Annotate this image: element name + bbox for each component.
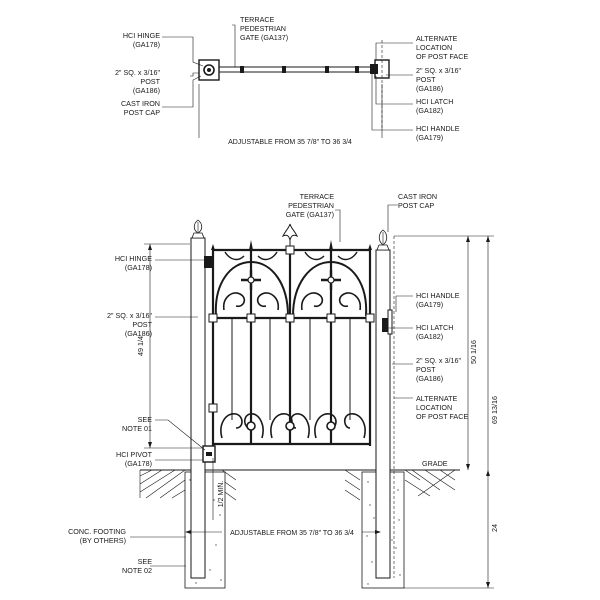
svg-text:(GA178): (GA178) — [133, 40, 160, 49]
svg-text:POST: POST — [416, 365, 436, 374]
plan-latch-icon — [370, 64, 378, 74]
elevation-left-leaders — [130, 259, 206, 567]
dim-width: ADJUSTABLE FROM 35 7/8" TO 36 3/4 — [185, 530, 381, 537]
svg-text:SEE: SEE — [138, 415, 153, 424]
dim-min-gap: 1/2 MIN. — [212, 458, 225, 520]
plan-right-labels: ALTERNATE LOCATION OF POST FACE 2" SQ. x… — [416, 34, 468, 142]
svg-text:(BY OTHERS): (BY OTHERS) — [80, 536, 126, 545]
svg-text:CAST IRON: CAST IRON — [121, 99, 160, 108]
svg-text:(GA179): (GA179) — [416, 133, 443, 142]
gate-frame — [211, 223, 372, 446]
plan-top-label: TERRACE PEDESTRIAN GATE (GA137) — [240, 15, 288, 42]
left-post — [190, 237, 206, 579]
grade-label: GRADE — [422, 459, 448, 468]
svg-text:GATE (GA137): GATE (GA137) — [240, 33, 288, 42]
svg-text:POST CAP: POST CAP — [398, 201, 434, 210]
svg-text:HCI PIVOT: HCI PIVOT — [116, 450, 153, 459]
svg-text:HCI HINGE: HCI HINGE — [123, 31, 160, 40]
svg-text:POST: POST — [132, 320, 152, 329]
svg-text:(GA186): (GA186) — [133, 86, 160, 95]
plan-view: ADJUSTABLE FROM 35 7/8" TO 36 3/4 HCI HI… — [115, 15, 468, 146]
lower-scrollwork — [220, 413, 366, 439]
svg-text:PEDESTRIAN: PEDESTRIAN — [288, 201, 334, 210]
svg-text:CONC. FOOTING: CONC. FOOTING — [68, 527, 126, 536]
svg-text:2" SQ. x 3/16": 2" SQ. x 3/16" — [107, 311, 153, 320]
svg-text:ALTERNATE: ALTERNATE — [416, 34, 457, 43]
svg-text:HCI HANDLE: HCI HANDLE — [416, 291, 460, 300]
svg-text:ADJUSTABLE FROM 35 7/8" TO 36: ADJUSTABLE FROM 35 7/8" TO 36 3/4 — [230, 530, 354, 537]
svg-text:24: 24 — [490, 524, 499, 532]
dim-post-total: 69 13/16 — [404, 235, 499, 589]
svg-text:HCI HANDLE: HCI HANDLE — [416, 124, 460, 133]
svg-text:(GA178): (GA178) — [125, 263, 152, 272]
svg-text:2" SQ. x 3/16": 2" SQ. x 3/16" — [416, 66, 462, 75]
plan-gate-bar — [213, 66, 377, 73]
svg-text:POST: POST — [416, 75, 436, 84]
dim-post-above: 50 1/16 — [394, 235, 478, 470]
svg-text:69 13/16: 69 13/16 — [490, 396, 499, 424]
svg-text:HCI LATCH: HCI LATCH — [416, 97, 453, 106]
svg-text:LOCATION: LOCATION — [416, 403, 452, 412]
elevation-post-cap-label: CAST IRON POST CAP — [398, 192, 437, 210]
svg-text:POST CAP: POST CAP — [124, 108, 160, 117]
plan-dimension: ADJUSTABLE FROM 35 7/8" TO 36 3/4 — [228, 139, 352, 146]
svg-text:OF POST FACE: OF POST FACE — [416, 52, 468, 61]
svg-text:1/2 MIN.: 1/2 MIN. — [218, 481, 225, 508]
svg-text:2" SQ. x 3/16": 2" SQ. x 3/16" — [416, 356, 462, 365]
svg-text:GATE (GA137): GATE (GA137) — [286, 210, 334, 219]
hinge-icon — [204, 256, 213, 268]
left-post-cap-icon — [191, 219, 205, 239]
svg-text:HCI HINGE: HCI HINGE — [115, 254, 152, 263]
svg-text:NOTE 01: NOTE 01 — [122, 424, 152, 433]
svg-text:(GA186): (GA186) — [416, 374, 443, 383]
svg-text:LOCATION: LOCATION — [416, 43, 452, 52]
svg-text:(GA178): (GA178) — [125, 459, 152, 468]
right-post-cap-icon — [376, 229, 390, 251]
svg-text:50 1/16: 50 1/16 — [469, 340, 478, 364]
plan-gate-knuckles — [240, 66, 359, 73]
svg-text:TERRACE: TERRACE — [300, 192, 335, 201]
svg-text:HCI LATCH: HCI LATCH — [416, 323, 453, 332]
dim-gate-height: 49 1/4 — [136, 243, 203, 449]
svg-text:(GA182): (GA182) — [416, 106, 443, 115]
elevation-left-labels: HCI HINGE (GA178) 2" SQ. x 3/16" POST (G… — [68, 254, 153, 575]
svg-text:PEDESTRIAN: PEDESTRIAN — [240, 24, 286, 33]
right-post — [375, 249, 391, 579]
svg-text:(GA179): (GA179) — [416, 300, 443, 309]
elevation-view: GRADE — [68, 192, 499, 589]
plan-left-labels: HCI HINGE (GA178) 2" SQ. x 3/16" POST (G… — [115, 31, 161, 117]
svg-text:ALTERNATE: ALTERNATE — [416, 394, 457, 403]
svg-text:(GA186): (GA186) — [125, 329, 152, 338]
dim-embed: 24 — [486, 470, 499, 532]
handle-icon — [387, 309, 393, 335]
svg-text:SEE: SEE — [138, 557, 153, 566]
latch-icon — [382, 318, 388, 332]
svg-text:CAST IRON: CAST IRON — [398, 192, 437, 201]
svg-text:NOTE 02: NOTE 02 — [122, 566, 152, 575]
rail-rosettes — [208, 245, 375, 413]
elevation-gate-label: TERRACE PEDESTRIAN GATE (GA137) — [286, 192, 334, 219]
svg-text:OF POST FACE: OF POST FACE — [416, 412, 468, 421]
svg-text:TERRACE: TERRACE — [240, 15, 275, 24]
svg-text:49 1/4: 49 1/4 — [136, 336, 145, 356]
svg-text:(GA182): (GA182) — [416, 332, 443, 341]
svg-text:2" SQ. x 3/16": 2" SQ. x 3/16" — [115, 68, 161, 77]
upper-scrollwork — [214, 251, 368, 317]
elevation-right-labels: HCI HANDLE (GA179) HCI LATCH (GA182) 2" … — [416, 291, 468, 421]
svg-text:POST: POST — [140, 77, 160, 86]
elevation-right-leaders — [335, 204, 413, 399]
svg-text:(GA186): (GA186) — [416, 84, 443, 93]
